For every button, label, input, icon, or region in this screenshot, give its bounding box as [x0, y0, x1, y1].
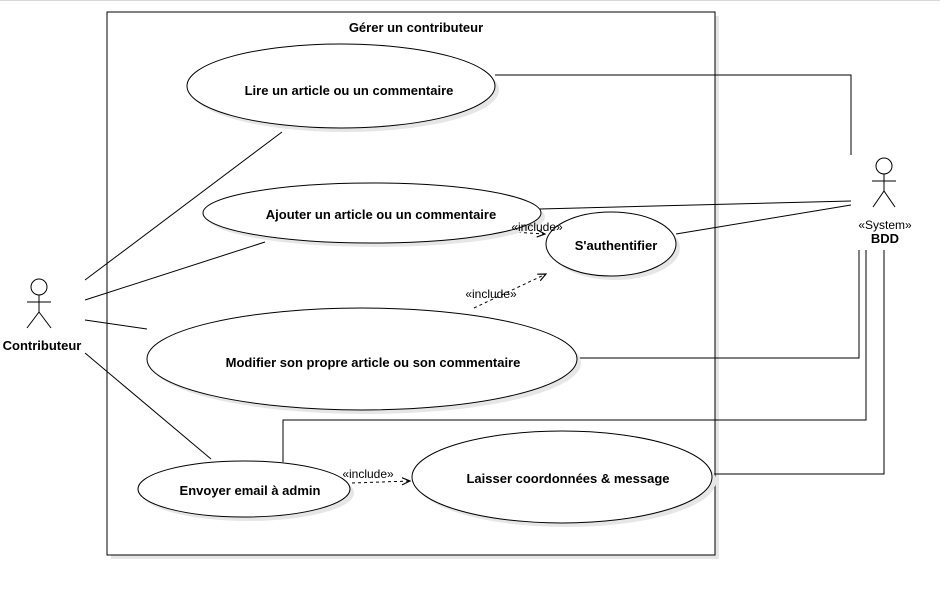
use-case-read-label: Lire un article ou un commentaire — [245, 83, 454, 98]
assoc-contributor-modify[interactable] — [84, 319, 148, 330]
boundary-title: Gérer un contributeur — [349, 20, 483, 35]
include-modify-auth-label: «include» — [465, 287, 517, 301]
use-case-email[interactable] — [137, 460, 354, 521]
use-case-leave-label: Laisser coordonnées & message — [466, 471, 669, 486]
use-case-email-label: Envoyer email à admin — [180, 483, 321, 498]
assoc-contributor-email[interactable] — [84, 352, 212, 460]
assoc-modify-bdd[interactable] — [577, 250, 860, 359]
include-email-leave-arrow[interactable] — [351, 481, 410, 483]
use-case-auth[interactable] — [545, 211, 680, 280]
contributor-actor-label: Contributeur — [3, 338, 82, 353]
use-case-read[interactable] — [186, 43, 499, 132]
database-actor-icon[interactable] — [872, 157, 896, 208]
assoc-auth-bdd[interactable] — [675, 204, 852, 235]
use-case-modify[interactable] — [146, 307, 581, 414]
include-add-auth-label: «include» — [511, 220, 563, 234]
assoc-read-bdd[interactable] — [495, 74, 852, 155]
use-case-add[interactable] — [202, 182, 545, 247]
use-case-add-label: Ajouter un article ou un commentaire — [266, 207, 496, 222]
assoc-email-bdd[interactable] — [282, 250, 867, 462]
use-case-leave[interactable] — [411, 430, 716, 527]
assoc-contributor-read[interactable] — [84, 131, 283, 281]
assoc-contributor-add[interactable] — [84, 241, 266, 301]
association-lines — [84, 74, 885, 483]
contributor-actor-icon[interactable] — [26, 278, 52, 329]
assoc-add-bdd[interactable] — [539, 200, 852, 210]
database-actor-stereotype: «System» — [858, 218, 912, 232]
include-modify-auth-arrow[interactable] — [473, 274, 546, 309]
window-top-border — [0, 0, 940, 1]
use-case-modify-label: Modifier son propre article ou son comme… — [226, 355, 521, 370]
assoc-leave-bdd[interactable] — [712, 250, 885, 475]
include-email-leave-label: «include» — [342, 467, 394, 481]
use-case-auth-label: S'authentifier — [575, 238, 658, 253]
database-actor-label: BDD — [871, 231, 899, 246]
